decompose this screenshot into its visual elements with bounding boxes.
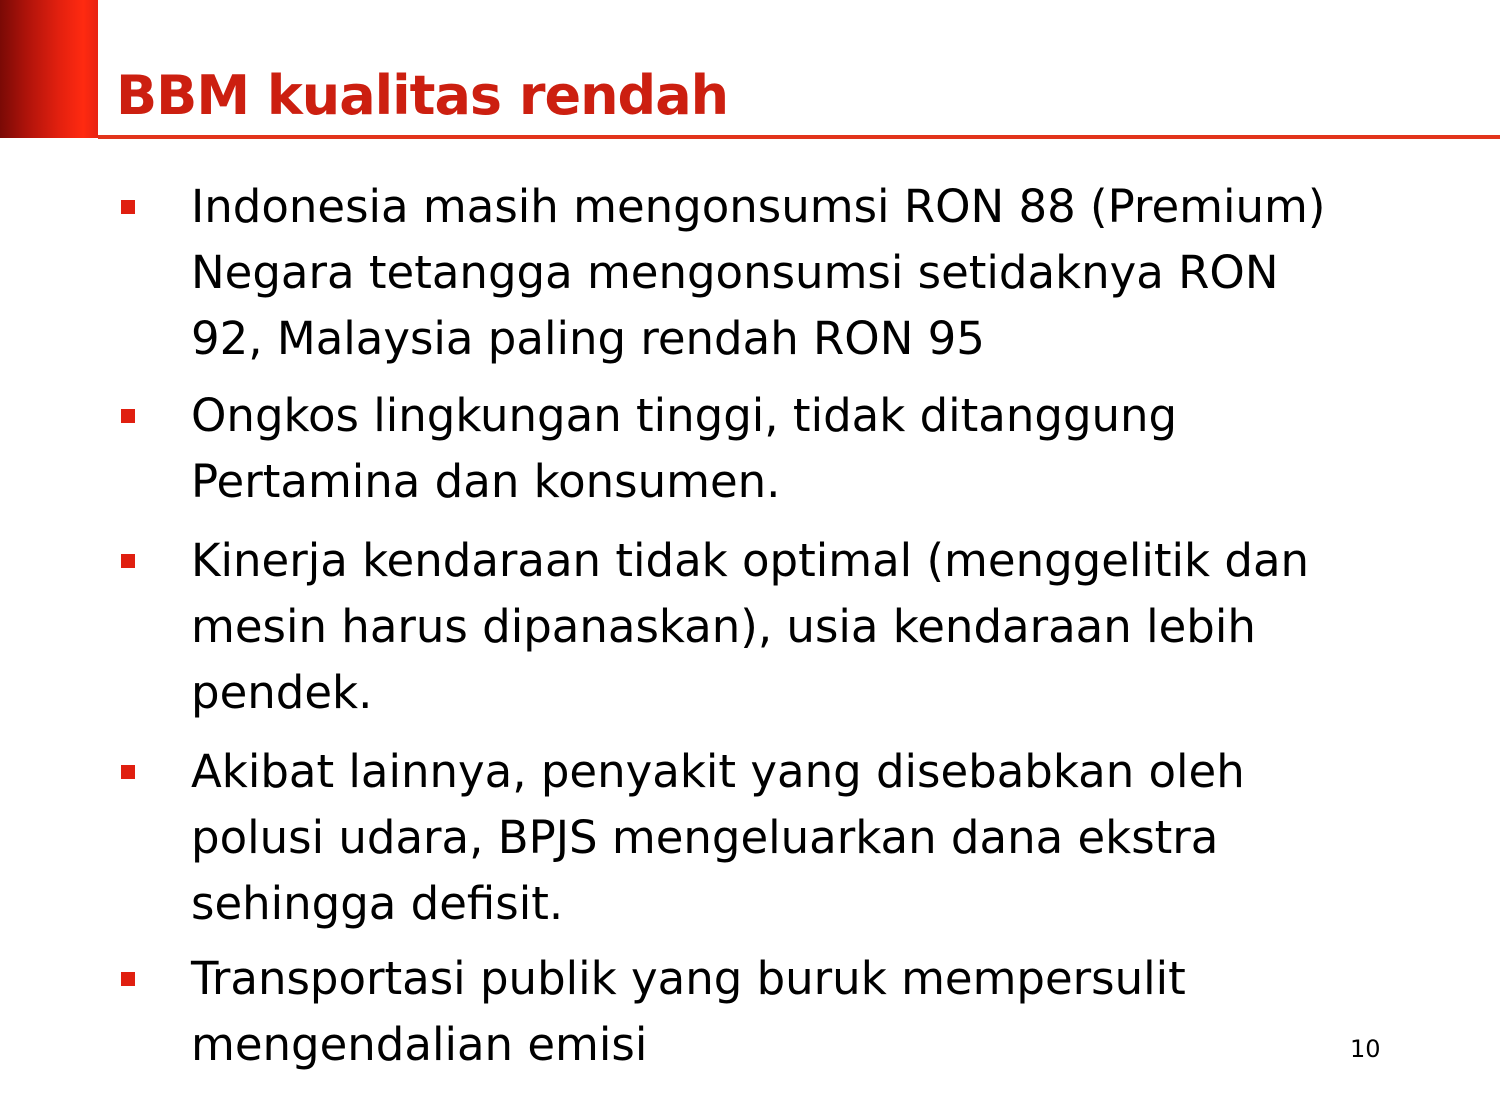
bullet-square-icon xyxy=(121,409,135,423)
bullet-line: pendek. xyxy=(191,666,373,719)
bullet-square-icon xyxy=(121,554,135,568)
bullet-square-icon xyxy=(121,972,135,986)
bullet-text: Akibat lainnya, penyakit yang disebabkan… xyxy=(191,739,1391,937)
bullet-line: 92, Malaysia paling rendah RON 95 xyxy=(191,312,985,365)
title-underline-rule xyxy=(98,135,1500,139)
bullet-line: mesin harus dipanaskan), usia kendaraan … xyxy=(191,600,1256,653)
bullet-square-icon xyxy=(121,765,135,779)
bullet-text: Transportasi publik yang buruk mempersul… xyxy=(191,946,1391,1078)
bullet-line: Kinerja kendaraan tidak optimal (menggel… xyxy=(191,534,1310,587)
bullet-square-icon xyxy=(121,200,135,214)
bullet-text: Indonesia masih mengonsumsi RON 88 (Prem… xyxy=(191,174,1391,372)
bullet-line: sehingga defisit. xyxy=(191,877,564,930)
bullet-line: Negara tetangga mengonsumsi setidaknya R… xyxy=(191,246,1279,299)
bullet-line: Ongkos lingkungan tinggi, tidak ditanggu… xyxy=(191,389,1178,442)
bullet-text: Ongkos lingkungan tinggi, tidak ditanggu… xyxy=(191,383,1391,515)
bullet-line: Transportasi publik yang buruk mempersul… xyxy=(191,952,1186,1005)
title-side-accent xyxy=(0,0,98,138)
bullet-line: Pertamina dan konsumen. xyxy=(191,455,781,508)
bullet-text: Kinerja kendaraan tidak optimal (menggel… xyxy=(191,528,1391,726)
bullet-line: mengendalian emisi xyxy=(191,1018,648,1071)
slide-title: BBM kualitas rendah xyxy=(116,64,729,127)
bullet-line: Indonesia masih mengonsumsi RON 88 (Prem… xyxy=(191,180,1326,233)
page-number: 10 xyxy=(1350,1035,1381,1063)
bullet-line: Akibat lainnya, penyakit yang disebabkan… xyxy=(191,745,1245,798)
bullet-line: polusi udara, BPJS mengeluarkan dana eks… xyxy=(191,811,1219,864)
